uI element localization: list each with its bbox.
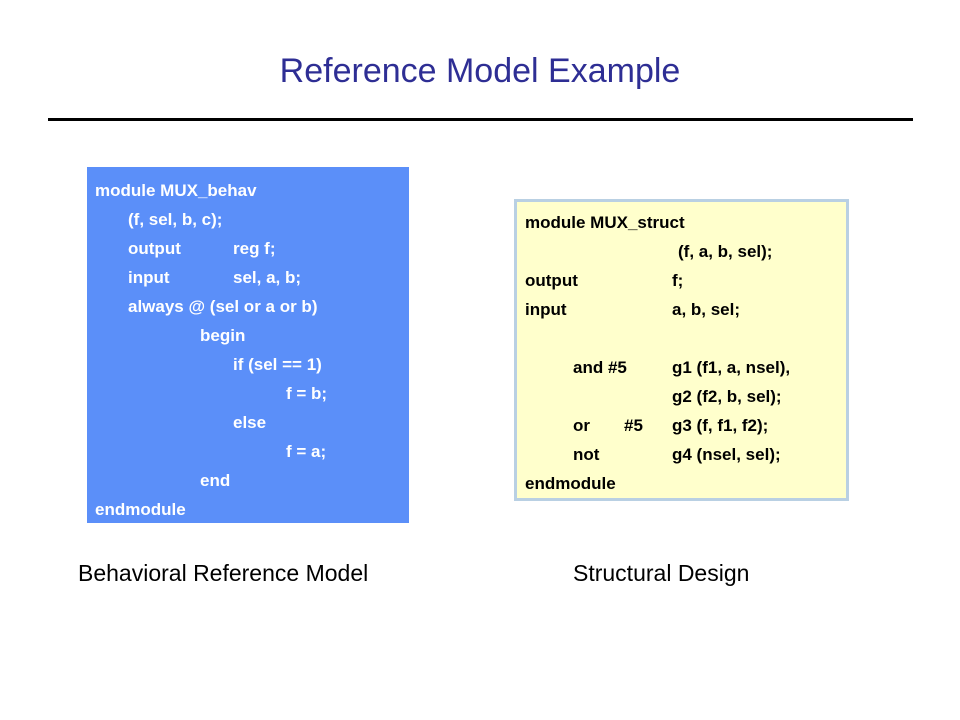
- code-text: sel, a, b;: [233, 268, 302, 287]
- code-text: module MUX_behav: [95, 181, 257, 200]
- code-text: f = a;: [286, 442, 327, 461]
- code-line: (f, a, b, sel);: [517, 237, 846, 266]
- code-text: g2 (f2, b, sel);: [672, 387, 782, 406]
- code-line: endmodule: [517, 469, 846, 498]
- code-line: end: [87, 466, 409, 495]
- behavioral-caption: Behavioral Reference Model: [78, 560, 369, 586]
- code-line: if (sel == 1): [87, 350, 409, 379]
- code-text: end: [200, 471, 231, 490]
- code-line: module MUX_behav: [87, 176, 409, 205]
- code-line: begin: [87, 321, 409, 350]
- code-line: input a, b, sel;: [517, 295, 846, 324]
- code-line: always @ (sel or a or b): [87, 292, 409, 321]
- code-line: module MUX_struct: [517, 208, 846, 237]
- code-keyword: input: [128, 268, 170, 287]
- code-text: begin: [200, 326, 246, 345]
- code-text: module MUX_struct: [525, 213, 685, 232]
- code-line: else: [87, 408, 409, 437]
- code-line: output f;: [517, 266, 846, 295]
- code-text: g1 (f1, a, nsel),: [672, 358, 791, 377]
- code-delay: #5: [624, 416, 643, 435]
- code-text: (f, a, b, sel);: [678, 242, 773, 261]
- code-line: and #5 g1 (f1, a, nsel),: [517, 353, 846, 382]
- code-line: or #5 g3 (f, f1, f2);: [517, 411, 846, 440]
- code-text: endmodule: [525, 474, 616, 493]
- code-text: f = b;: [286, 384, 328, 403]
- code-text: reg f;: [233, 239, 276, 258]
- code-keyword: or: [573, 416, 590, 435]
- code-text: g4 (nsel, sel);: [672, 445, 781, 464]
- code-keyword: output: [525, 271, 578, 290]
- code-text: (f, sel, b, c);: [128, 210, 223, 229]
- code-text: f;: [672, 271, 684, 290]
- code-line: input sel, a, b;: [87, 263, 409, 292]
- code-text: always @ (sel or a or b): [128, 297, 318, 316]
- code-keyword: and #5: [573, 358, 627, 377]
- code-line-blank: [517, 324, 846, 353]
- code-keyword: input: [525, 300, 567, 319]
- behavioral-code-block: module MUX_behav (f, sel, b, c); output …: [87, 167, 409, 523]
- code-line: not g4 (nsel, sel);: [517, 440, 846, 469]
- slide-title: Reference Model Example: [279, 52, 681, 90]
- code-line: g2 (f2, b, sel);: [517, 382, 846, 411]
- code-text: if (sel == 1): [233, 355, 322, 374]
- code-text: g3 (f, f1, f2);: [672, 416, 769, 435]
- code-keyword: output: [128, 239, 181, 258]
- code-line: f = b;: [87, 379, 409, 408]
- code-line: (f, sel, b, c);: [87, 205, 409, 234]
- code-line: endmodule: [87, 495, 409, 524]
- code-keyword: not: [573, 445, 600, 464]
- code-text: endmodule: [95, 500, 186, 519]
- code-line: output reg f;: [87, 234, 409, 263]
- code-text: a, b, sel;: [672, 300, 741, 319]
- structural-caption: Structural Design: [573, 560, 750, 586]
- code-line: f = a;: [87, 437, 409, 466]
- structural-code-block: module MUX_struct (f, a, b, sel); output…: [514, 199, 849, 501]
- title-divider: [48, 118, 913, 121]
- code-text: else: [233, 413, 267, 432]
